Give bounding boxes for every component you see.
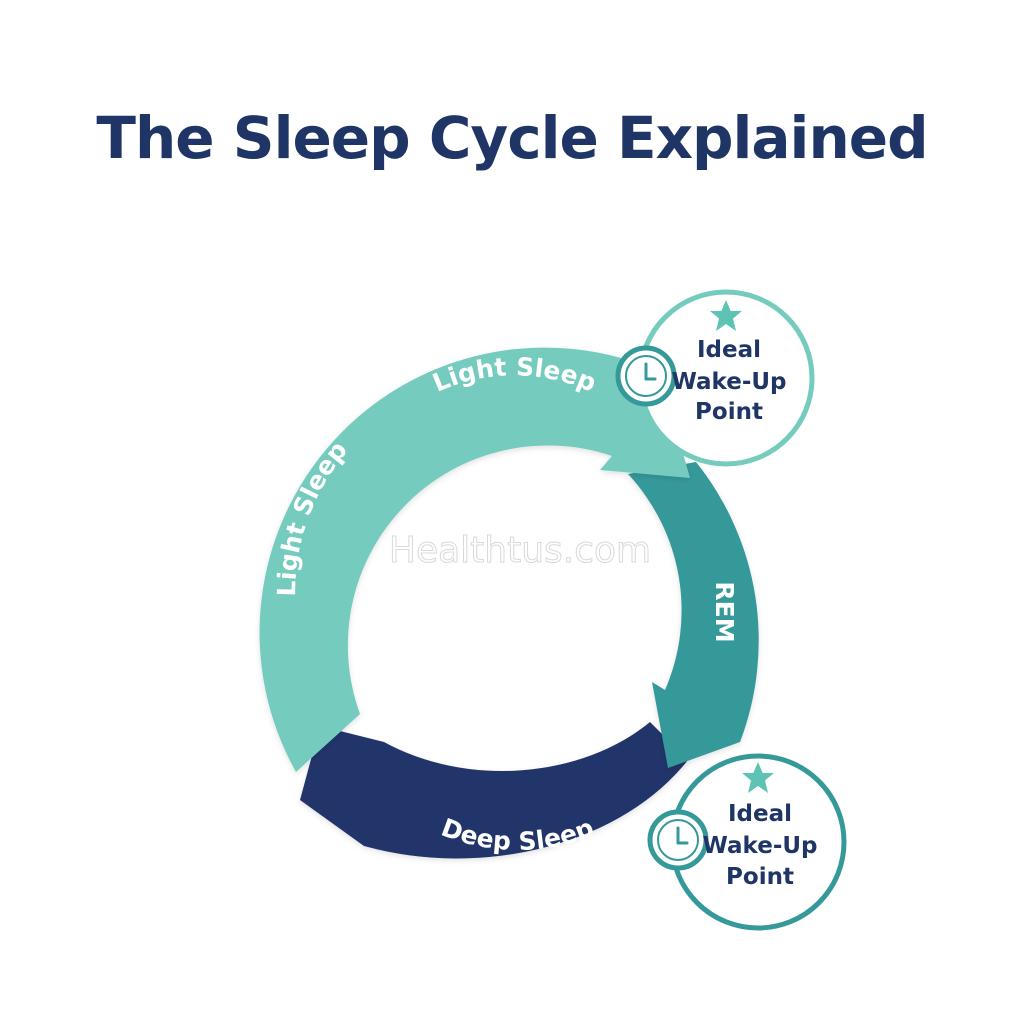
callout-line2: Wake-Up [702,833,817,859]
callout-line2: Wake-Up [671,369,786,395]
star-icon [710,300,742,331]
clock-icon [615,345,677,407]
clock-icon [647,809,709,871]
rem-label: REM [710,581,739,642]
deep-sleep-segment [300,722,688,859]
watermark-text: Healthtus.com [389,530,651,571]
callout-line1: Ideal [728,801,792,827]
callout-line3: Point [726,864,794,890]
page-title: The Sleep Cycle Explained [96,104,928,172]
rem-segment [628,462,759,768]
ideal-wakeup-callout-top: Ideal Wake-Up Point [615,289,815,467]
callout-line3: Point [695,399,763,425]
star-icon [742,762,774,793]
light-sleep-segment [259,347,690,772]
callout-line1: Ideal [697,337,761,363]
ideal-wakeup-callout-bottom: Ideal Wake-Up Point [647,753,847,931]
